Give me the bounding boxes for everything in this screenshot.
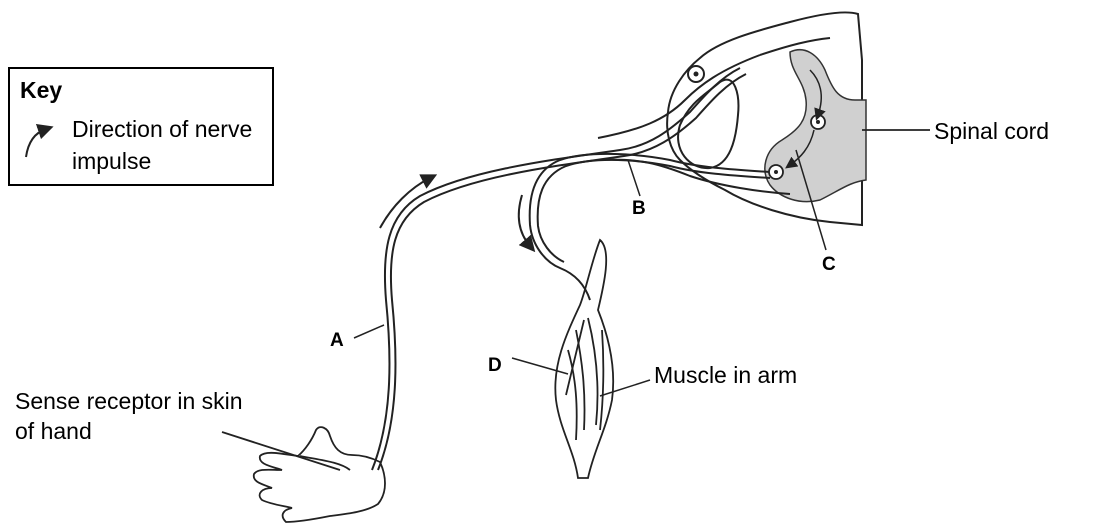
pointer-muscle xyxy=(600,380,650,396)
key-box: Key Direction of nerve impulse xyxy=(8,67,274,186)
curved-arrow-icon xyxy=(20,115,68,163)
key-description: Direction of nerve impulse xyxy=(72,113,272,177)
label-sense-receptor: Sense receptor in skin of hand xyxy=(15,386,265,446)
pointer-a xyxy=(354,325,384,338)
letter-b: B xyxy=(632,198,646,220)
pointer-d xyxy=(512,358,568,374)
key-title: Key xyxy=(20,77,62,104)
muscle xyxy=(555,240,613,478)
letter-c: C xyxy=(822,254,836,276)
impulse-arrow-motor xyxy=(519,195,530,246)
hand xyxy=(254,427,385,522)
label-spinal-cord: Spinal cord xyxy=(934,118,1049,145)
label-muscle: Muscle in arm xyxy=(654,362,797,389)
letter-a: A xyxy=(330,330,344,352)
letter-d: D xyxy=(488,355,502,377)
pointer-b xyxy=(628,160,640,196)
